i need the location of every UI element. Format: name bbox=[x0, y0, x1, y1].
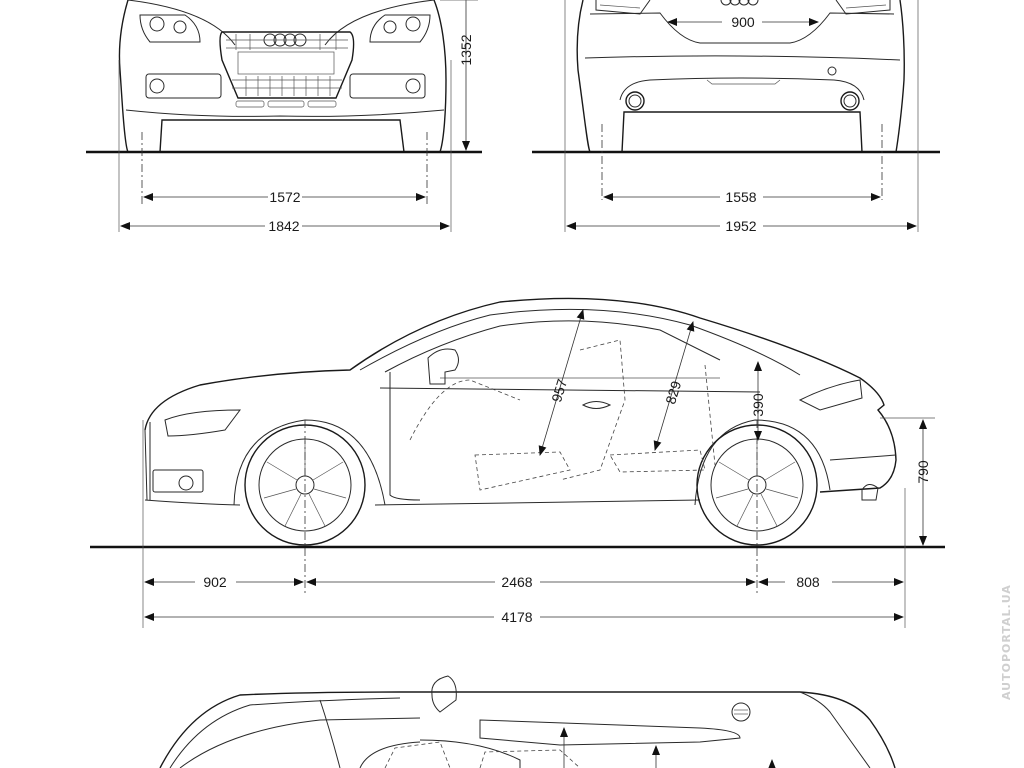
headlight-right bbox=[369, 14, 431, 43]
dim-width-mirrors: 1952 bbox=[725, 218, 756, 234]
dim-loading-sill-height: 790 bbox=[915, 460, 931, 484]
dim-overall-length: 4178 bbox=[501, 609, 532, 625]
dim-wheelbase: 2468 bbox=[501, 574, 532, 590]
dim-wheel-to-roof: 390 bbox=[750, 393, 766, 417]
exhaust-left bbox=[625, 91, 645, 111]
fog-light-right bbox=[405, 78, 421, 94]
side-mirror bbox=[427, 348, 459, 385]
dim-trunk-width: 900 bbox=[731, 14, 755, 30]
top-view-mirror bbox=[431, 675, 457, 713]
side-view: 957 829 390 790 902 2468 808 4178 bbox=[90, 297, 945, 628]
dim-front-headroom: 957 bbox=[548, 377, 570, 404]
intake-left bbox=[145, 73, 222, 99]
side-exhaust bbox=[861, 484, 879, 501]
dim-rear-overhang: 808 bbox=[796, 574, 820, 590]
watermark-text: AUTOPORTAL.UA bbox=[1000, 584, 1013, 700]
taillight-right bbox=[835, 0, 891, 15]
headlight-left bbox=[139, 14, 201, 43]
fog-light-left bbox=[149, 78, 165, 94]
dim-front-track: 1572 bbox=[269, 189, 300, 205]
taillight-left bbox=[595, 0, 651, 15]
dim-height: 1352 bbox=[458, 34, 474, 65]
intake-right bbox=[349, 73, 426, 99]
side-intake bbox=[152, 469, 204, 493]
grille bbox=[219, 31, 355, 99]
fuel-cap bbox=[731, 702, 751, 722]
dim-rear-headroom: 829 bbox=[662, 379, 684, 406]
side-taillight bbox=[798, 379, 863, 411]
rear-view: 900 1558 1952 bbox=[532, 0, 940, 234]
rear-four-rings-logo bbox=[720, 0, 759, 6]
front-view: 1352 1572 1842 bbox=[86, 0, 482, 234]
watermark: AUTOPORTAL.UA bbox=[998, 584, 1018, 700]
dim-overall-width: 1842 bbox=[268, 218, 299, 234]
dim-front-overhang: 902 bbox=[203, 574, 227, 590]
top-view bbox=[159, 675, 896, 768]
exhaust-right bbox=[840, 91, 860, 111]
dim-rear-track: 1558 bbox=[725, 189, 756, 205]
